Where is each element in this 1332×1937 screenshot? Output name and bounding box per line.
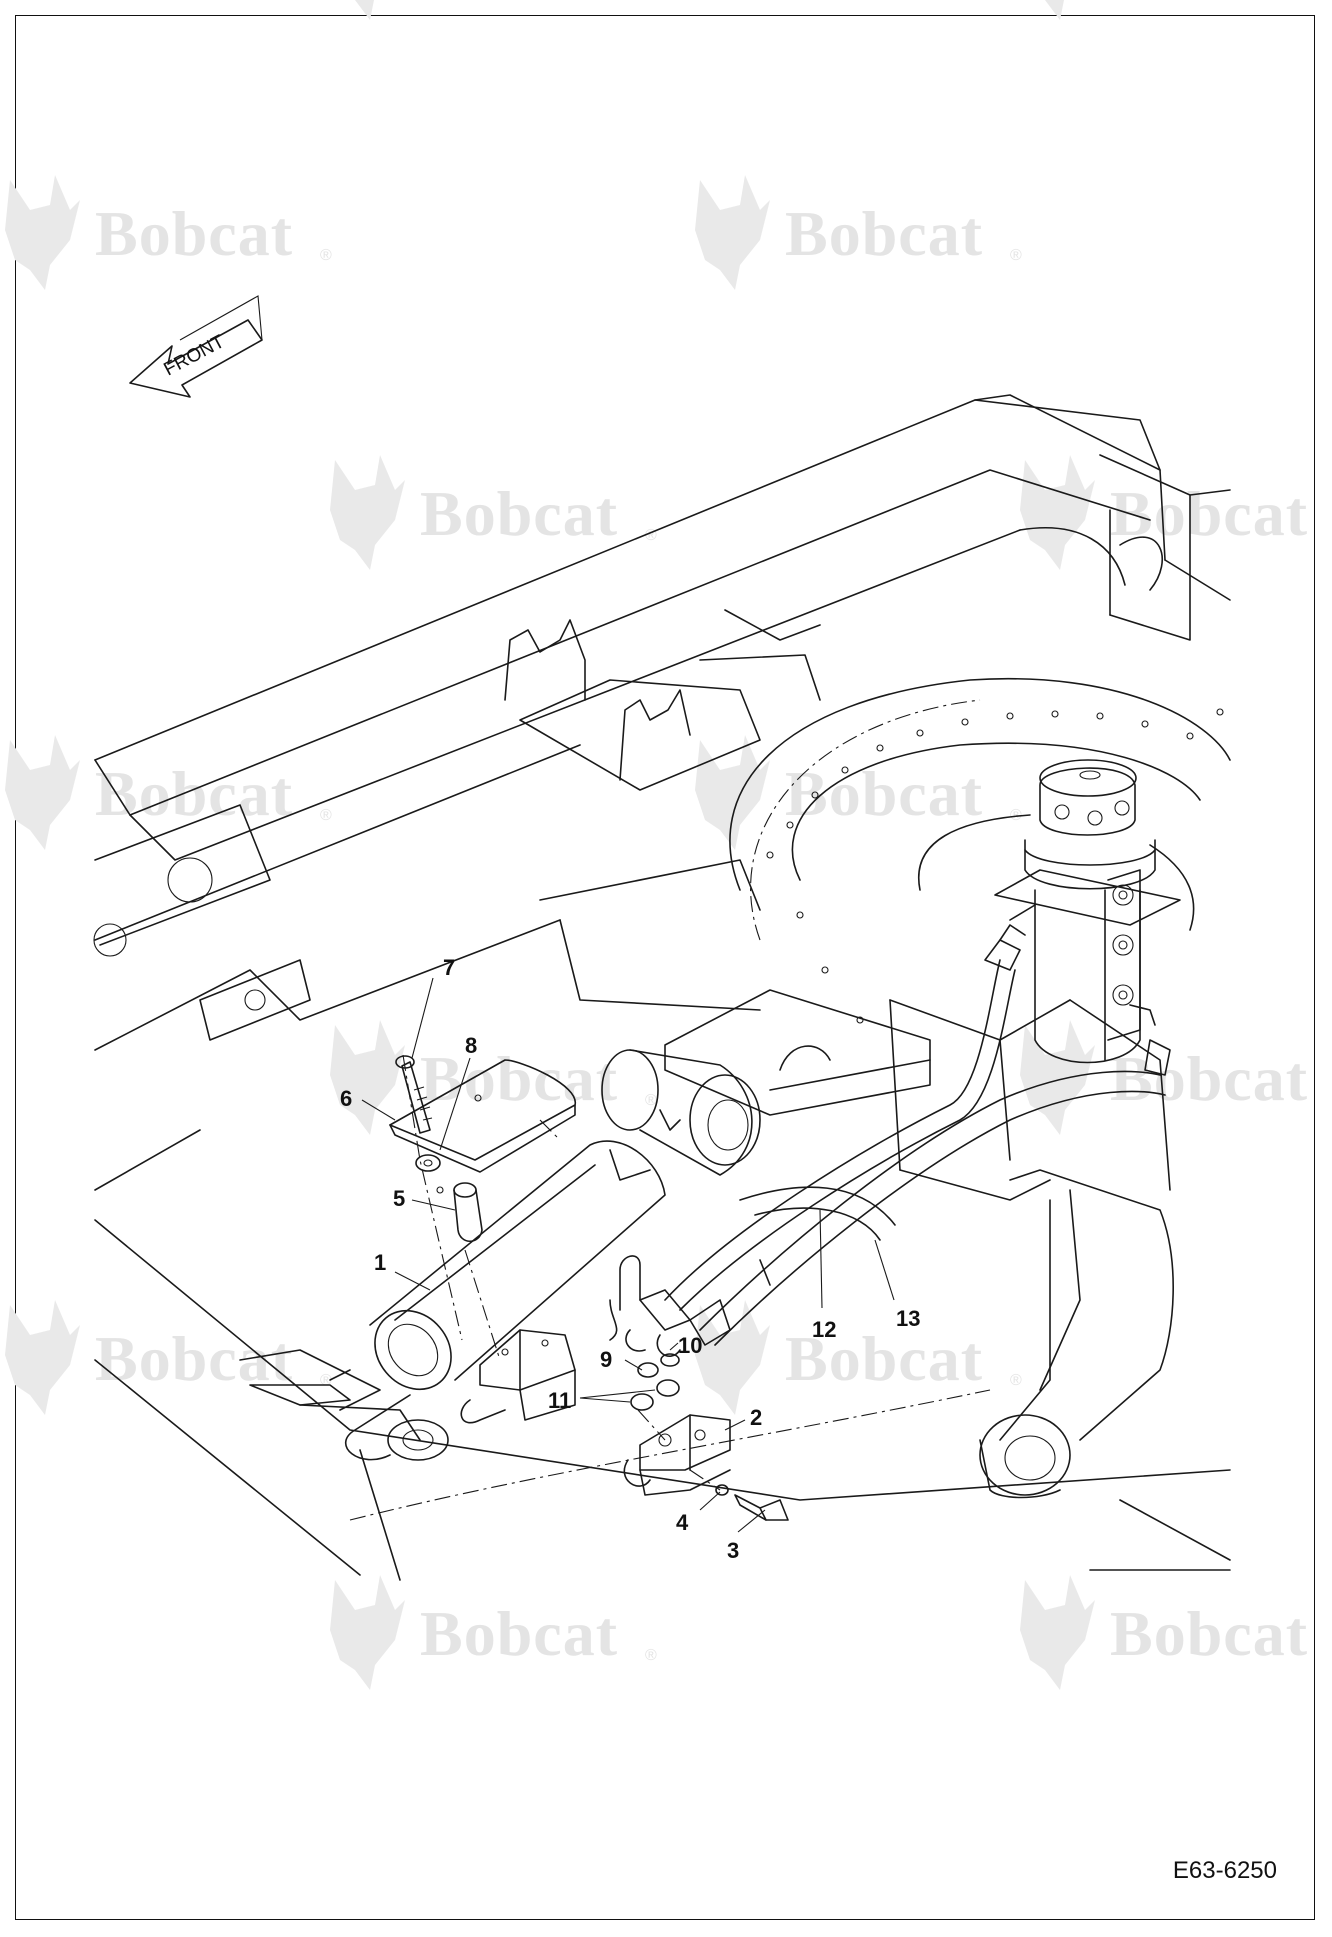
swivel-joint xyxy=(994,759,1181,1064)
watermark: Bobcat® xyxy=(695,735,1022,850)
watermark-registered-mark: ® xyxy=(1010,247,1022,264)
bobcat-logo-icon xyxy=(5,735,80,850)
watermark-text: Bobcat xyxy=(420,1043,618,1114)
bearing-bolt-holes xyxy=(766,708,1224,1024)
bobcat-logo-icon xyxy=(5,1300,80,1415)
bobcat-logo-icon xyxy=(355,0,374,20)
watermark-text: Bobcat xyxy=(95,1323,293,1394)
watermark-layer: Bobcat ® Bobcat ® Bobcat ® Bobcat ® Bobcat ® Bobca… xyxy=(5,0,1308,1690)
bobcat-logo-icon xyxy=(695,1300,770,1415)
watermark: Bobcat ® xyxy=(330,1575,657,1690)
drawing-code: E63-6250 xyxy=(1172,1857,1277,1884)
watermark-text: Bobcat xyxy=(420,478,618,549)
bobcat-logo-icon xyxy=(1020,1020,1095,1135)
watermark: Bobcat® xyxy=(1020,1020,1308,1135)
valve-block-upper xyxy=(460,1329,576,1424)
watermark-registered-mark: ® xyxy=(1010,1372,1022,1389)
callout-7: 7 xyxy=(443,955,455,980)
watermark: Bobcat ® xyxy=(695,175,1022,290)
swing-cylinder xyxy=(249,1140,666,1461)
front-arrow-icon: FRONT xyxy=(129,295,263,398)
hose-assembly xyxy=(625,924,1171,1378)
watermark-text: Bobcat xyxy=(785,1323,983,1394)
watermark: Bobcat® xyxy=(355,0,374,20)
bobcat-logo-icon xyxy=(1045,0,1064,20)
watermark-text: Bobcat xyxy=(785,198,983,269)
callout-4: 4 xyxy=(676,1510,689,1535)
callout-12: 12 xyxy=(812,1317,836,1342)
callout-1: 1 xyxy=(374,1250,386,1275)
watermark: Bobcat ® xyxy=(5,735,332,850)
watermark-text: Bobcat xyxy=(420,1598,618,1669)
watermark: Bobcat® xyxy=(1045,0,1064,20)
bobcat-logo-icon xyxy=(1020,1575,1095,1690)
bobcat-logo-icon xyxy=(695,735,770,850)
mounting-hardware xyxy=(389,1055,789,1521)
assembly-axes xyxy=(349,1054,991,1521)
callout-5: 5 xyxy=(393,1186,405,1211)
watermark-text: Bobcat xyxy=(1110,1598,1308,1669)
bobcat-logo-icon xyxy=(5,175,80,290)
watermark-text: Bobcat xyxy=(1110,1043,1308,1114)
cylinder-bracket xyxy=(601,989,931,1176)
watermark-text: Bobcat xyxy=(785,758,983,829)
bobcat-logo-icon xyxy=(330,1020,405,1135)
valve-block-lower xyxy=(623,1414,731,1496)
watermark-registered-mark: ® xyxy=(320,247,332,264)
callout-labels: 7 8 6 5 1 9 10 11 2 3 4 12 13 xyxy=(340,955,920,1563)
callout-11: 11 xyxy=(548,1388,571,1413)
watermark: Bobcat® xyxy=(1020,1575,1308,1690)
drawing-frame xyxy=(15,15,1315,1920)
chassis-frame xyxy=(93,394,1231,1581)
watermark: Bobcat ® xyxy=(5,175,332,290)
callout-9: 9 xyxy=(600,1347,612,1372)
boom-swing-arm xyxy=(979,1169,1174,1499)
watermark-registered-mark: ® xyxy=(645,1092,657,1109)
callout-6: 6 xyxy=(340,1086,352,1111)
watermark: Bobcat ® xyxy=(330,455,657,570)
watermark-text: Bobcat xyxy=(95,198,293,269)
watermark: Bobcat ® xyxy=(695,1300,1022,1415)
bobcat-logo-icon xyxy=(330,455,405,570)
watermark: Bobcat® xyxy=(5,1300,332,1415)
watermark-registered-mark: ® xyxy=(320,807,332,824)
bobcat-logo-icon xyxy=(330,1575,405,1690)
front-label: FRONT xyxy=(160,331,228,380)
bobcat-logo-icon xyxy=(695,175,770,290)
callout-leaders xyxy=(361,977,895,1533)
bobcat-logo-icon xyxy=(1020,455,1095,570)
callout-13: 13 xyxy=(896,1306,920,1331)
callout-10: 10 xyxy=(678,1333,702,1358)
watermark: Bobcat ® xyxy=(330,1020,657,1135)
watermark: Bobcat® xyxy=(1020,455,1308,570)
watermark-text: Bobcat xyxy=(95,758,293,829)
callout-2: 2 xyxy=(750,1405,762,1430)
callout-8: 8 xyxy=(465,1033,477,1058)
watermark-registered-mark: ® xyxy=(645,1647,657,1664)
watermark-text: Bobcat xyxy=(1110,478,1308,549)
watermark-registered-mark: ® xyxy=(645,527,657,544)
callout-3: 3 xyxy=(727,1538,739,1563)
